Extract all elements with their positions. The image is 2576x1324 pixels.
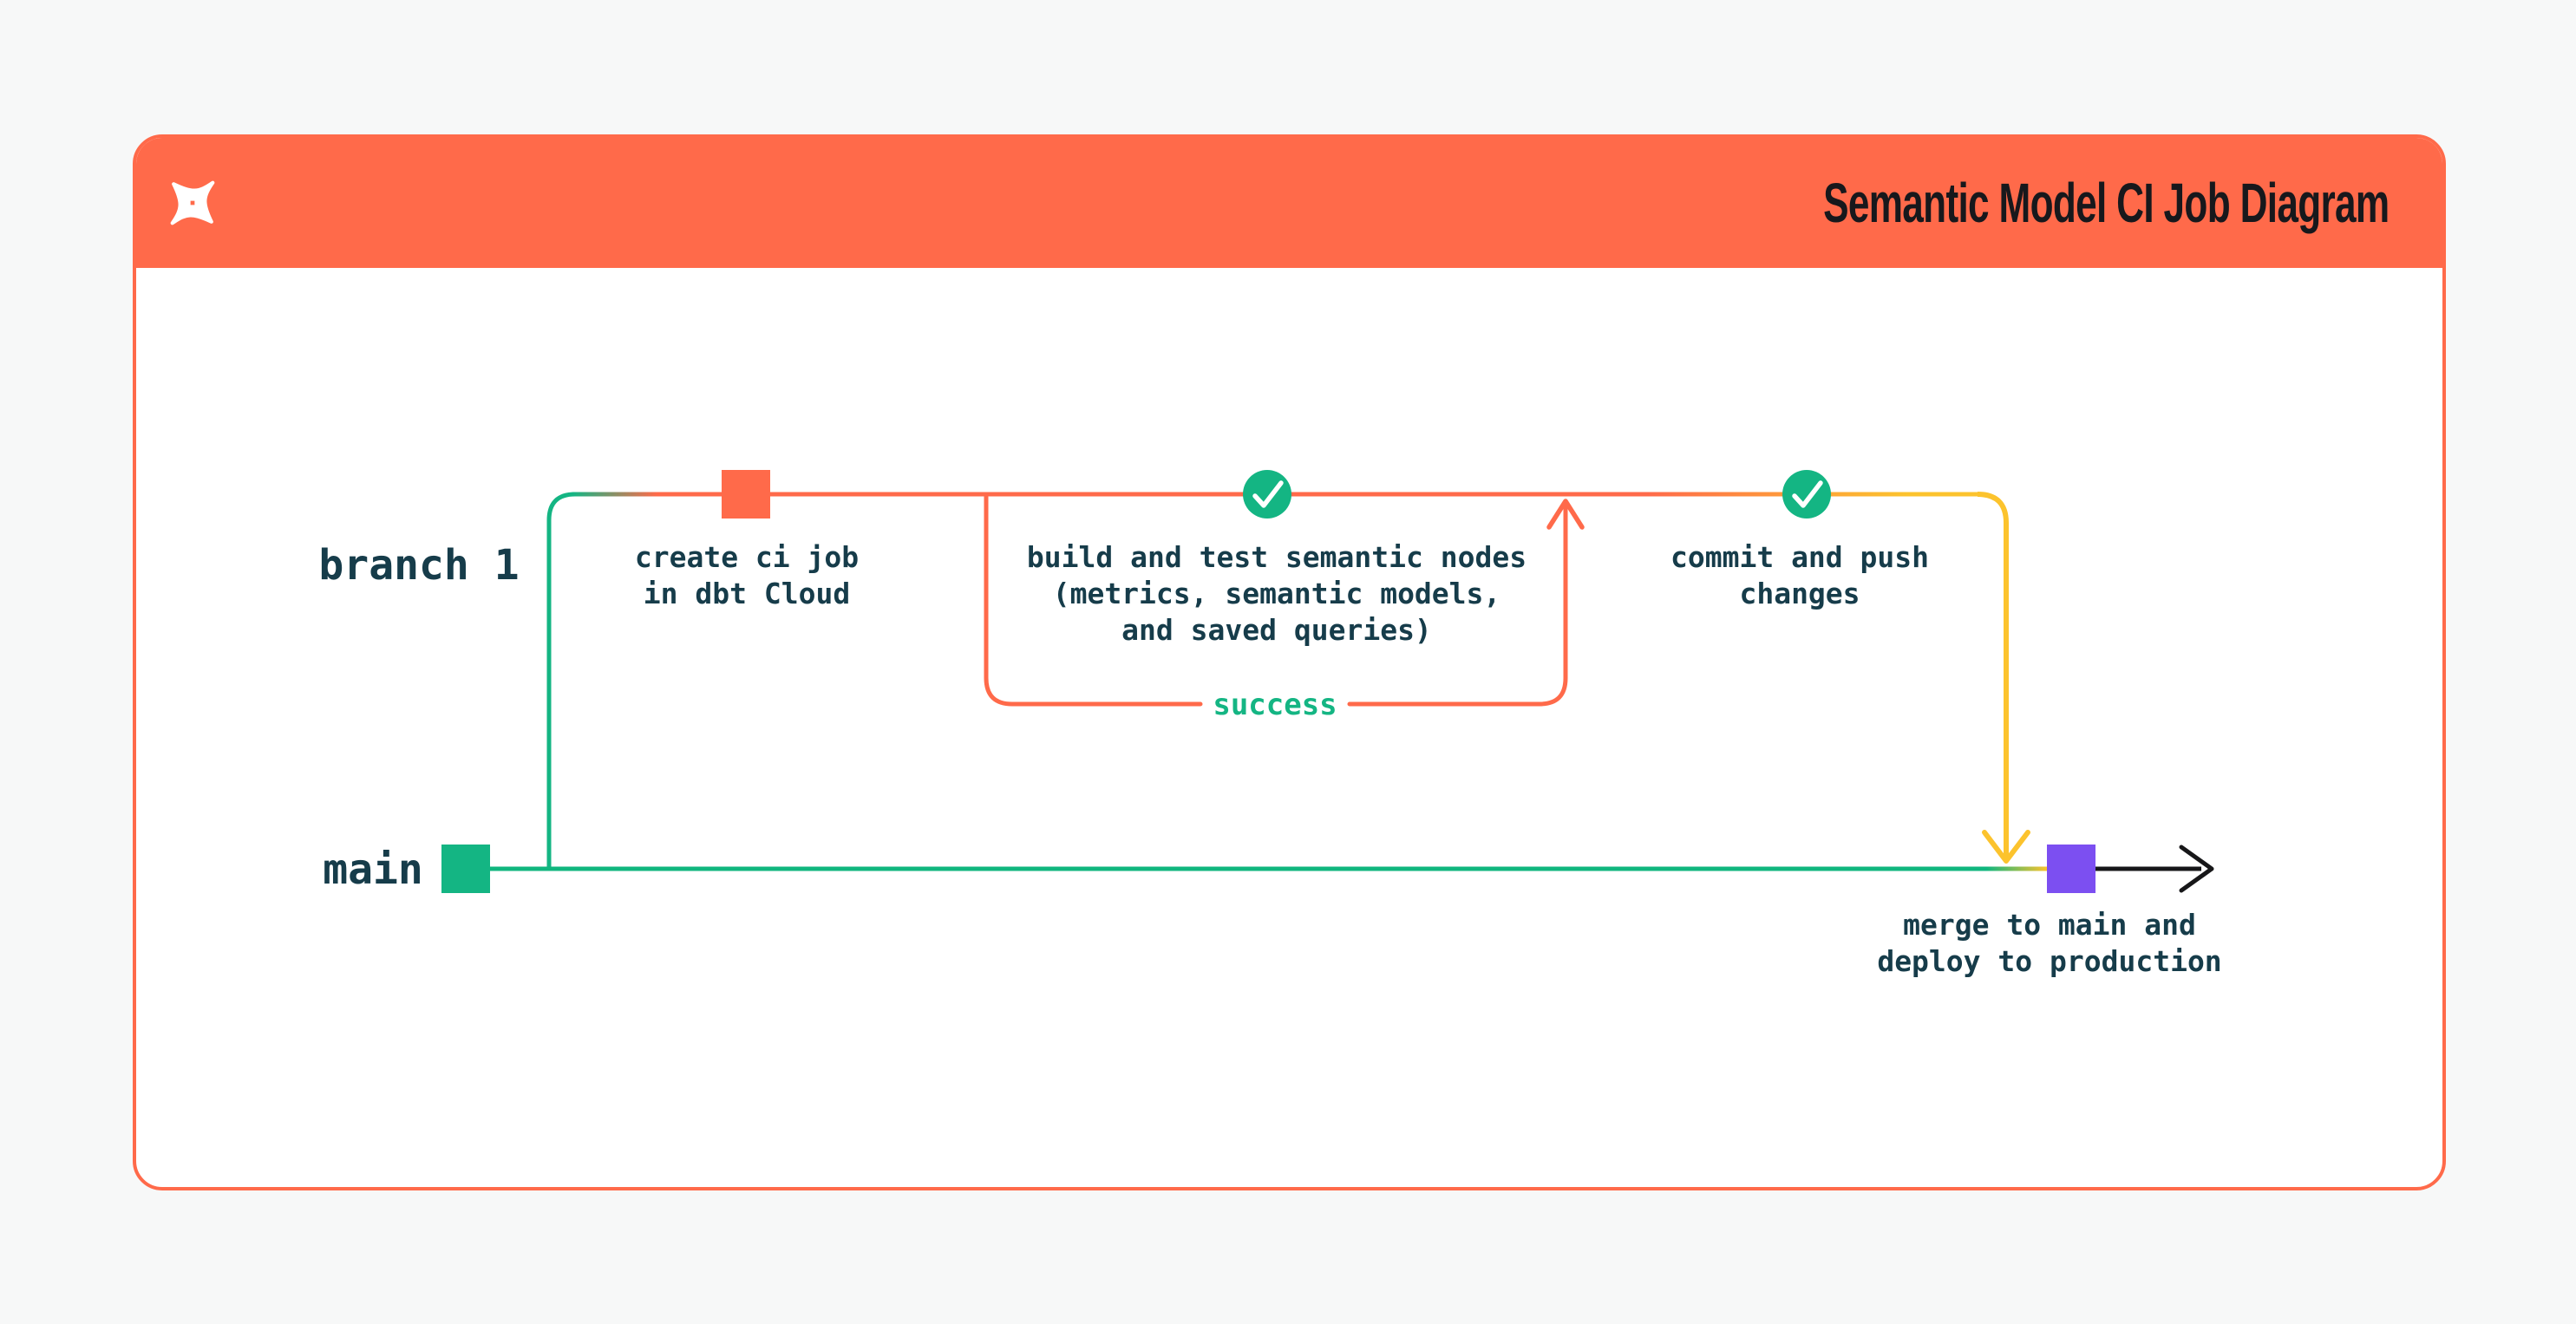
step-build-test-caption: build and test semantic nodes (metrics, … [1026,540,1527,647]
main-label: main [323,845,423,894]
branch-1-label: branch 1 [318,541,520,590]
merge-commit-node [2047,845,2095,893]
step-commit-push-caption: commit and push changes [1670,540,1930,610]
merge-arrowhead-icon [1982,830,2030,864]
branch-out-connector [546,492,576,871]
check-icon-commit [1782,470,1831,519]
main-start-commit-node [441,845,490,893]
step-merge-deploy-caption: merge to main and deploy to production [1877,908,2222,978]
diagram-card: Semantic Model CI Job Diagram [133,134,2446,1190]
success-loop-right [1347,505,1568,707]
step-create-ci-caption: create ci job in dbt Cloud [634,540,860,610]
success-label: success [1213,688,1337,722]
page-title: Semantic Model CI Job Diagram [1822,172,2390,234]
card-header: Semantic Model CI Job Diagram [136,138,2442,268]
merge-connector [1977,492,2009,857]
check-icon-build [1243,470,1291,519]
deploy-arrowhead-icon [2179,845,2214,893]
success-loop-left [984,494,1203,707]
dbt-logo-icon [162,172,223,234]
create-ci-commit-node [722,470,770,519]
success-arrowhead-icon [1546,499,1585,530]
